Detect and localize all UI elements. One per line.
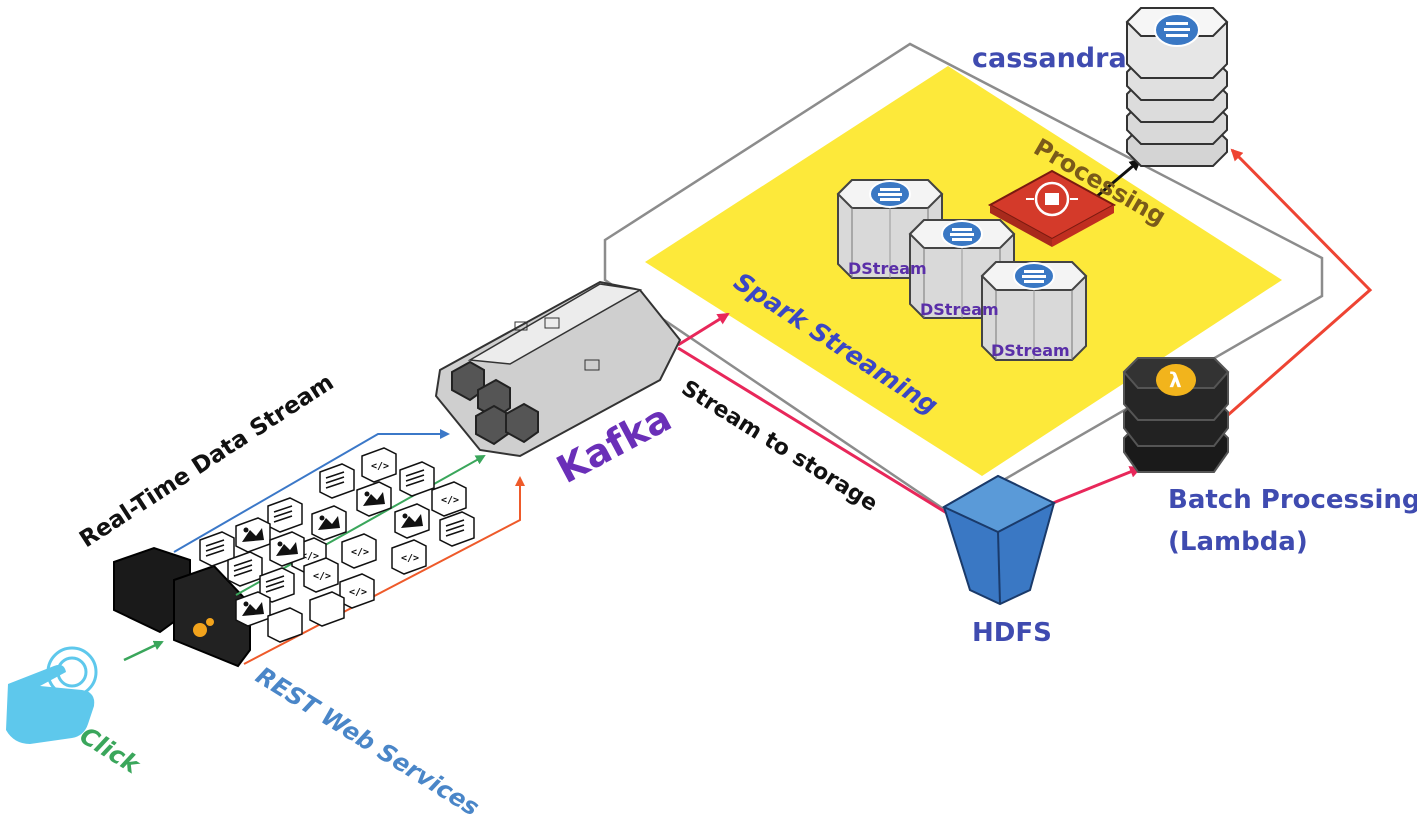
lambda-stack-icon: λ: [1122, 357, 1230, 473]
kafka-to-spark-arrow: [677, 312, 730, 347]
database-stack-icon: [1125, 7, 1229, 167]
code-doc-icon: [339, 573, 375, 609]
red-processor-chip-icon: [987, 169, 1117, 247]
code-doc-icon: [361, 447, 397, 483]
hdfs-to-lambda-arrow: [1047, 466, 1142, 507]
hdfs-bucket-icon: [941, 474, 1057, 606]
dstream-label-1: DStream: [848, 259, 927, 278]
hdfs-label: HDFS: [972, 618, 1052, 648]
click-arrow: [123, 640, 164, 662]
pointer-hand-icon: [6, 646, 98, 744]
batch-processing-label: Batch Processing: [1168, 485, 1417, 515]
text-doc-icon: [267, 497, 303, 533]
image-doc-icon: [235, 517, 271, 553]
svg-text:λ: λ: [1169, 368, 1182, 392]
text-doc-icon: [319, 463, 355, 499]
kafka-hexagon-cluster-icon: [434, 280, 682, 458]
processing-to-cassandra-arrow: [1094, 158, 1142, 200]
batch-processing-sublabel: (Lambda): [1168, 527, 1308, 557]
code-doc-icon: [391, 539, 427, 575]
image-doc-icon: [311, 505, 347, 541]
blank-doc-icon: [309, 591, 345, 627]
kafka-to-hdfs-line: [677, 346, 951, 517]
code-doc-icon: [341, 533, 377, 569]
document-icons: [199, 447, 475, 643]
rest-web-services-label: REST Web Services: [251, 661, 484, 817]
click-label: Click: [75, 721, 146, 780]
lambda-to-cassandra-arrow: [1227, 148, 1373, 417]
text-doc-icon: [399, 461, 435, 497]
dstream-label-3: DStream: [991, 341, 1070, 360]
code-doc-icon: [431, 481, 467, 517]
text-doc-icon: [439, 511, 475, 547]
image-doc-icon: [394, 503, 430, 539]
stream-arrow-blue: [173, 429, 450, 553]
dstream-label-2: DStream: [920, 300, 999, 319]
cassandra-label: cassandra: [972, 43, 1127, 74]
